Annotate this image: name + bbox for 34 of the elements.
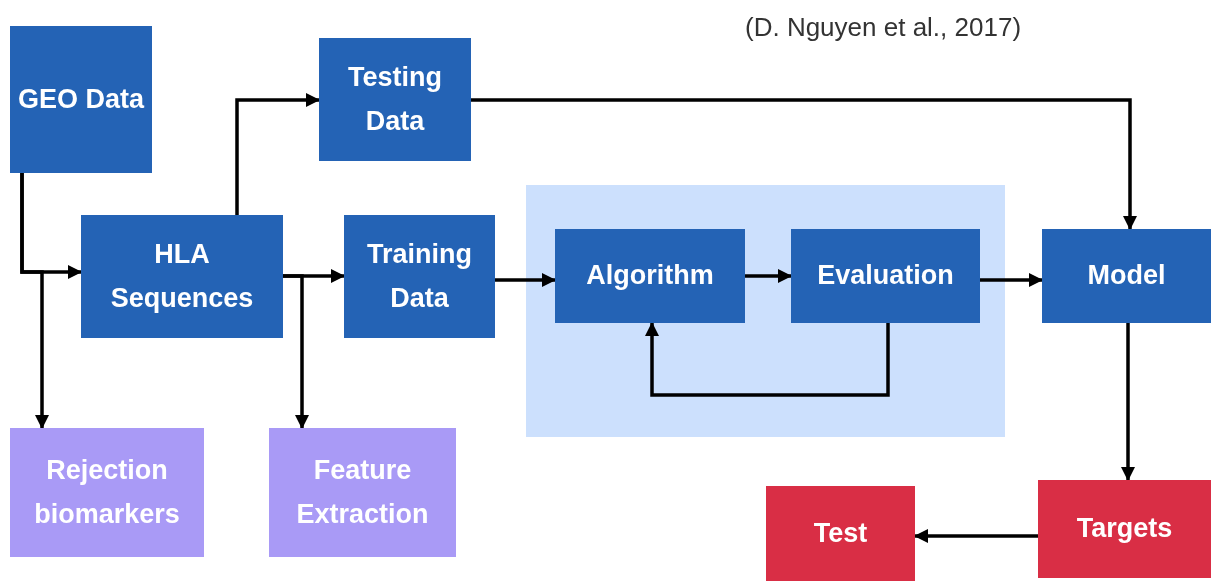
result-box bbox=[766, 486, 915, 581]
process-box bbox=[555, 229, 745, 323]
box-label: Evaluation bbox=[816, 259, 955, 293]
process-box bbox=[81, 215, 283, 338]
arrow bbox=[471, 98, 1137, 230]
citation-note: (D. Nguyen et al., 2017) bbox=[745, 11, 1022, 44]
box-label: Model bbox=[1086, 259, 1167, 293]
process-box bbox=[1042, 229, 1211, 323]
arrow bbox=[495, 273, 556, 287]
box-label: Algorithm bbox=[585, 259, 715, 293]
arrow bbox=[283, 274, 309, 429]
arrow bbox=[1121, 323, 1135, 481]
box-label: Rejection biomarkers bbox=[33, 454, 181, 531]
process-box bbox=[344, 215, 495, 338]
arrow bbox=[914, 529, 1038, 543]
arrow bbox=[645, 322, 890, 397]
box-label: Test bbox=[812, 516, 869, 550]
group-panel bbox=[526, 185, 1005, 437]
box-label: GEO Data bbox=[16, 82, 146, 116]
arrow bbox=[20, 173, 49, 429]
output-box bbox=[10, 428, 204, 557]
process-box bbox=[791, 229, 980, 323]
box-label: HLA Sequences bbox=[109, 238, 255, 315]
arrow bbox=[235, 93, 320, 215]
process-box bbox=[319, 38, 471, 161]
box-label: Targets bbox=[1075, 512, 1174, 546]
process-box bbox=[10, 26, 152, 173]
box-label: Testing Data bbox=[347, 61, 443, 138]
result-box bbox=[1038, 480, 1211, 578]
output-box bbox=[269, 428, 456, 557]
box-label: Training Data bbox=[366, 238, 473, 315]
box-label: Feature Extraction bbox=[295, 454, 430, 531]
arrow bbox=[745, 269, 792, 283]
arrow bbox=[980, 273, 1043, 287]
